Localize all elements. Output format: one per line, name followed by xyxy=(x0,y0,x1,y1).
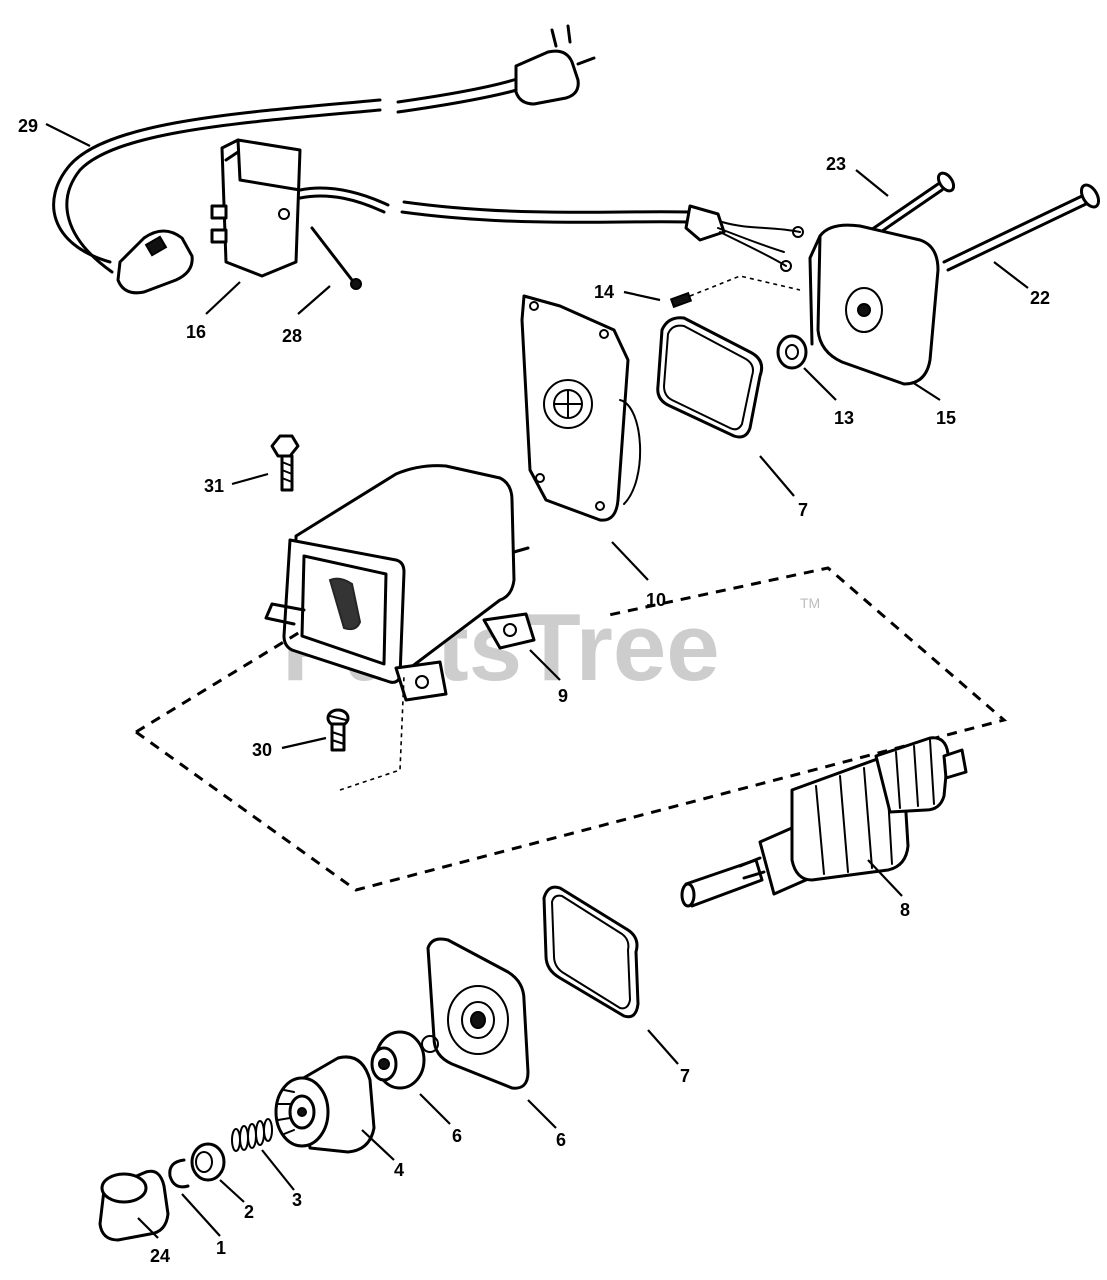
callout-22: 22 xyxy=(1030,288,1050,308)
part-2-collar[interactable] xyxy=(190,1142,226,1182)
callout-15: 15 xyxy=(936,408,956,428)
callout-16: 16 xyxy=(186,322,206,342)
lead-wire xyxy=(400,200,804,272)
callout-1: 1 xyxy=(216,1238,226,1258)
callout-28: 28 xyxy=(282,326,302,346)
part-9-motor-housing[interactable] xyxy=(264,464,536,702)
part-31-bolt[interactable] xyxy=(270,434,300,492)
part-6-hub[interactable] xyxy=(370,1030,426,1090)
part-29-power-cord[interactable] xyxy=(52,24,596,295)
part-14-screw[interactable] xyxy=(669,275,801,309)
part-10-brush-plate[interactable] xyxy=(520,294,641,522)
part-22-through-bolt[interactable] xyxy=(942,182,1102,272)
part-8-armature[interactable] xyxy=(680,736,968,908)
callout-7-upper: 7 xyxy=(798,500,808,520)
part-7-gasket-upper[interactable] xyxy=(656,316,764,439)
callout-10: 10 xyxy=(646,590,666,610)
callout-leaders xyxy=(45,123,1029,1239)
callout-8: 8 xyxy=(900,900,910,920)
callout-31: 31 xyxy=(204,476,224,496)
plug-icon xyxy=(514,49,580,106)
part-6-drive-end-cap[interactable] xyxy=(421,937,530,1090)
part-7-gasket-lower[interactable] xyxy=(542,885,640,1019)
callout-labels: 29 16 28 23 22 14 13 15 31 7 10 9 30 8 7… xyxy=(18,116,1050,1266)
part-1-retaining-ring[interactable] xyxy=(168,1158,190,1189)
callout-6-hub: 6 xyxy=(452,1126,462,1146)
callout-3: 3 xyxy=(292,1190,302,1210)
assembly-boundary xyxy=(135,566,1008,892)
cord-connector-icon xyxy=(116,229,194,295)
watermark-trademark: TM xyxy=(800,595,820,611)
callout-24: 24 xyxy=(150,1246,170,1266)
callout-23: 23 xyxy=(826,154,846,174)
callout-13: 13 xyxy=(834,408,854,428)
callout-14: 14 xyxy=(594,282,614,302)
part-3-spring[interactable] xyxy=(231,1118,273,1152)
callout-2: 2 xyxy=(244,1202,254,1222)
part-23-through-bolt[interactable] xyxy=(866,170,957,240)
part-16-switch-box[interactable] xyxy=(210,138,390,278)
callout-4: 4 xyxy=(394,1160,404,1180)
part-24-cap[interactable] xyxy=(98,1169,170,1242)
callout-29: 29 xyxy=(18,116,38,136)
part-15-end-cap[interactable] xyxy=(808,223,940,386)
part-28-screw[interactable] xyxy=(310,226,362,290)
part-4-drive-pinion[interactable] xyxy=(274,1055,376,1154)
callout-30: 30 xyxy=(252,740,272,760)
callout-7-lower: 7 xyxy=(680,1066,690,1086)
part-30-screw[interactable] xyxy=(326,708,350,752)
callout-9: 9 xyxy=(558,686,568,706)
part-13-washer[interactable] xyxy=(776,334,808,370)
callout-6-end-cap: 6 xyxy=(556,1130,566,1150)
